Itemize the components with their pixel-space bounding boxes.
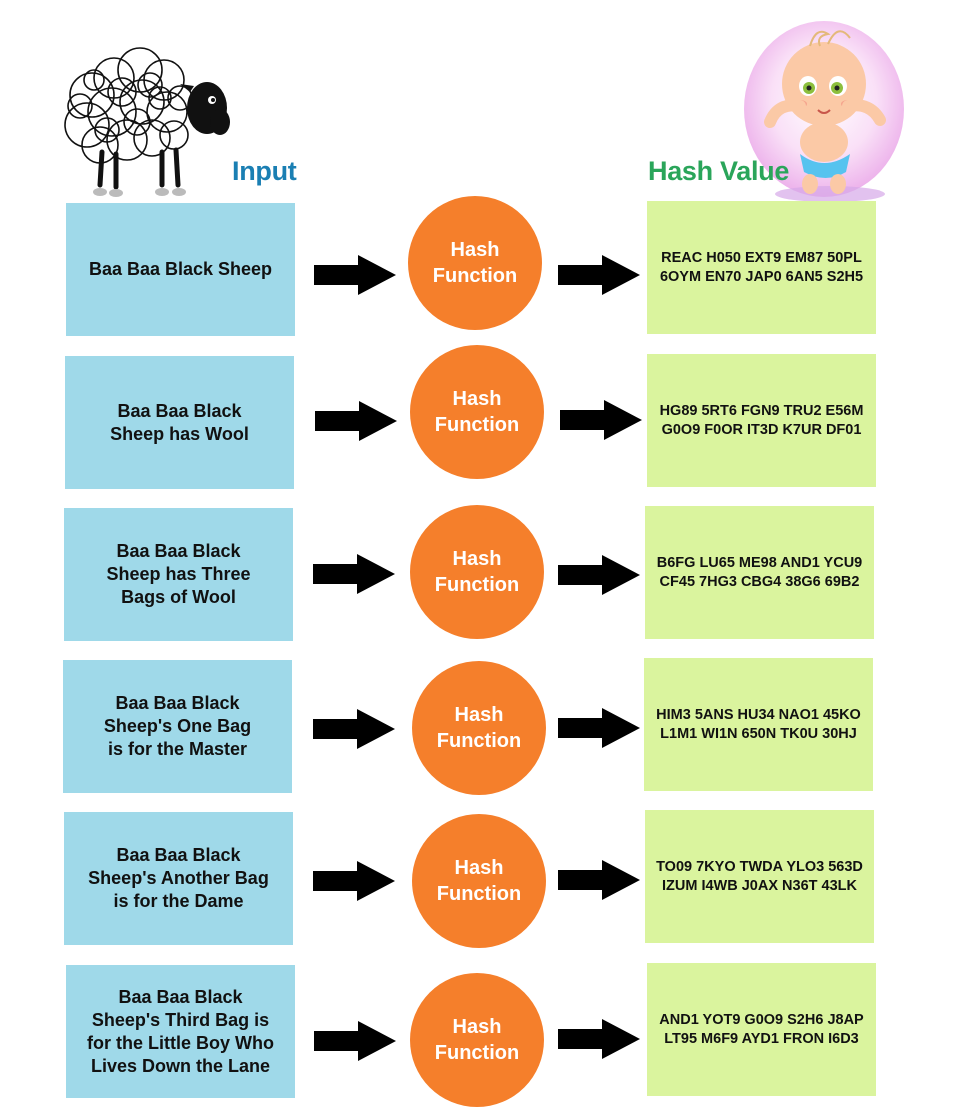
right-arrow-icon [560,400,642,440]
input-text: Baa Baa Black Sheep has Three Bags of Wo… [106,541,251,607]
hash-value-box: HIM3 5ANS HU34 NAO1 45KO L1M1 WI1N 650N … [644,658,873,791]
input-box: Baa Baa Black Sheep has Three Bags of Wo… [64,508,293,641]
hash-value-box: HG89 5RT6 FGN9 TRU2 E56M G0O9 F0OR IT3D … [647,354,876,487]
right-arrow-icon [314,1021,396,1061]
input-text: Baa Baa Black Sheep's One Bag is for the… [103,693,252,759]
hash-function-circle: Hash Function [410,505,544,639]
input-box: Baa Baa Black Sheep has Wool [65,356,294,489]
black-sheep-illustration [64,47,230,197]
hash-function-circle: Hash Function [410,345,544,479]
input-box: Baa Baa Black Sheep's Another Bag is for… [64,812,293,945]
hash-value-heading: Hash Value [648,156,790,186]
right-arrow-icon [558,1019,640,1059]
right-arrow-icon [313,709,395,749]
input-box: Baa Baa Black Sheep [66,203,295,336]
input-text: Baa Baa Black Sheep [88,259,273,279]
right-arrow-icon [313,554,395,594]
hash-function-circle: Hash Function [412,814,546,948]
input-box: Baa Baa Black Sheep's One Bag is for the… [63,660,292,793]
right-arrow-icon [313,861,395,901]
right-arrow-icon [558,555,640,595]
right-arrow-icon [314,255,396,295]
hash-value-box: TO09 7KYO TWDA YLO3 563D IZUM I4WB J0AX … [645,810,874,943]
right-arrow-icon [558,708,640,748]
input-text: Baa Baa Black Sheep has Wool [110,400,249,444]
input-box: Baa Baa Black Sheep's Third Bag is for t… [66,965,295,1098]
input-text: Baa Baa Black Sheep's Third Bag is for t… [87,986,274,1076]
hash-function-circle: Hash Function [412,661,546,795]
hash-value-box: AND1 YOT9 G0O9 S2H6 J8AP LT95 M6F9 AYD1 … [647,963,876,1096]
right-arrow-icon [558,860,640,900]
input-text: Baa Baa Black Sheep's Another Bag is for… [88,845,269,911]
hash-value-box: REAC H050 EXT9 EM87 50PL 6OYM EN70 JAP0 … [647,201,876,334]
baby-illustration [744,21,904,202]
right-arrow-icon [558,255,640,295]
right-arrow-icon [315,401,397,441]
hash-function-circle: Hash Function [410,973,544,1107]
hash-value-box: B6FG LU65 ME98 AND1 YCU9 CF45 7HG3 CBG4 … [645,506,874,639]
hash-function-circle: Hash Function [408,196,542,330]
input-heading: Input [232,156,297,186]
